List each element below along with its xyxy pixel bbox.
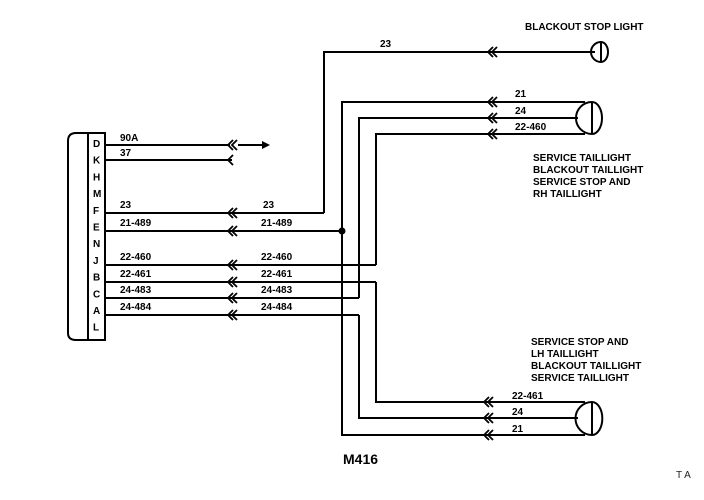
connector-pin-b: B — [93, 273, 100, 284]
connector-chevron-icon — [226, 154, 234, 166]
connector-pin-strip — [87, 132, 106, 341]
wire-midlabel-22-460: 22-460 — [261, 252, 293, 263]
wire-label-24-484: 24-484 — [120, 302, 152, 313]
connector-chevron-icon — [226, 309, 234, 321]
wire-label-37: 37 — [120, 148, 132, 159]
left-wires: 90A 37 23 23 21-489 21-489 22-460 22-460… — [105, 133, 376, 316]
wire-24-lh-route — [358, 315, 578, 419]
connector-pin-m: M — [93, 189, 101, 200]
connector-pin-k: K — [93, 156, 101, 167]
rh-taillight-description: SERVICE TAILLIGHT BLACKOUT TAILLIGHT SER… — [533, 153, 643, 200]
connector-chevron-icon — [230, 259, 238, 271]
wire-midlabel-22-461: 22-461 — [261, 269, 293, 280]
connector-chevron-icon — [226, 225, 234, 237]
connector-pin-f: F — [93, 206, 99, 217]
lh-desc-line: LH TAILLIGHT — [531, 349, 599, 360]
lh-desc-line: BLACKOUT TAILLIGHT — [531, 361, 641, 372]
wire-21-route — [341, 101, 585, 436]
wire-label-22-461: 22-461 — [120, 269, 152, 280]
connector-chevron-icon — [230, 309, 238, 321]
diagram-title: M416 — [343, 451, 378, 467]
connector-chevron-icon — [486, 396, 494, 408]
lh-taillight-lamp-icon — [574, 401, 604, 436]
blackout-stop-light-label: BLACKOUT STOP LIGHT — [525, 22, 644, 33]
connector-pin-n: N — [93, 239, 100, 250]
connector-chevron-icon — [230, 225, 238, 237]
connector-pin-e: E — [93, 223, 100, 234]
wire-label-rh-24: 24 — [515, 106, 527, 117]
rh-desc-line: SERVICE STOP AND — [533, 177, 630, 188]
wire-label-23: 23 — [120, 200, 132, 211]
wire-midlabel-23: 23 — [263, 200, 275, 211]
rh-desc-line: RH TAILLIGHT — [533, 189, 602, 200]
wire-label-rh-21: 21 — [515, 89, 527, 100]
wire-label-21-489: 21-489 — [120, 218, 152, 229]
wire-22-460-route — [375, 133, 585, 265]
connector-chevron-icon — [486, 412, 494, 424]
wire-midlabel-24-483: 24-483 — [261, 285, 293, 296]
connector-chevron-icon — [230, 139, 238, 151]
connector-chevron-icon — [490, 128, 498, 140]
wire-label-lh-22-461: 22-461 — [512, 391, 544, 402]
connector-chevron-icon — [486, 429, 494, 441]
connector-chevron-icon — [226, 259, 234, 271]
connector-chevron-icon — [486, 96, 494, 108]
wire-22-461-route — [375, 282, 585, 403]
connector-chevron-icon — [486, 128, 494, 140]
connector-chevron-icon — [230, 276, 238, 288]
wire-midlabel-21-489: 21-489 — [261, 218, 293, 229]
connector-chevron-icon — [482, 396, 490, 408]
connector-chevron-icon — [230, 292, 238, 304]
connector-chevron-icon — [226, 292, 234, 304]
rh-taillight-lamp-icon — [575, 101, 603, 135]
wire-midlabel-24-484: 24-484 — [261, 302, 293, 313]
connector-pin-j: J — [93, 256, 99, 267]
connector-housing — [67, 132, 89, 341]
wire-label-lh-24: 24 — [512, 407, 524, 418]
lh-taillight-description: SERVICE STOP AND LH TAILLIGHT BLACKOUT T… — [531, 337, 641, 384]
corner-mark: T A — [676, 470, 691, 481]
connector-chevrons — [226, 46, 498, 441]
wire-label-lh-21: 21 — [512, 424, 524, 435]
harness-routing — [323, 51, 595, 436]
arrow-terminal-icon — [262, 141, 270, 149]
connector-chevron-icon — [486, 46, 494, 58]
connector-pin-h: H — [93, 172, 100, 183]
lh-desc-line: SERVICE STOP AND — [531, 337, 628, 348]
wire-23-route — [323, 51, 595, 213]
wire-label-90a: 90A — [120, 133, 138, 144]
connector-pin-d: D — [93, 139, 100, 150]
connector-chevron-icon — [230, 207, 238, 219]
connector-chevron-icon — [490, 96, 498, 108]
connector-chevron-icon — [490, 112, 498, 124]
wire-label-23-top: 23 — [380, 39, 392, 50]
connector-pin-a: A — [93, 306, 100, 317]
wire-label-22-460: 22-460 — [120, 252, 152, 263]
connector-chevron-icon — [226, 276, 234, 288]
wire-label-24-483: 24-483 — [120, 285, 152, 296]
lh-desc-line: SERVICE TAILLIGHT — [531, 373, 629, 384]
connector-pin-l: L — [93, 323, 99, 334]
connector-chevron-icon — [486, 112, 494, 124]
connector-pin-c: C — [93, 289, 100, 300]
rh-desc-line: SERVICE TAILLIGHT — [533, 153, 631, 164]
wire-24-rh-route — [358, 117, 578, 298]
connector-chevron-icon — [226, 139, 234, 151]
connector-chevron-icon — [482, 429, 490, 441]
connector-chevron-icon — [482, 412, 490, 424]
connector-chevron-icon — [490, 46, 498, 58]
connector-chevron-icon — [226, 207, 234, 219]
wire-label-rh-22-460: 22-460 — [515, 122, 547, 133]
rh-desc-line: BLACKOUT TAILLIGHT — [533, 165, 643, 176]
blackout-stop-lamp-icon — [590, 41, 609, 63]
